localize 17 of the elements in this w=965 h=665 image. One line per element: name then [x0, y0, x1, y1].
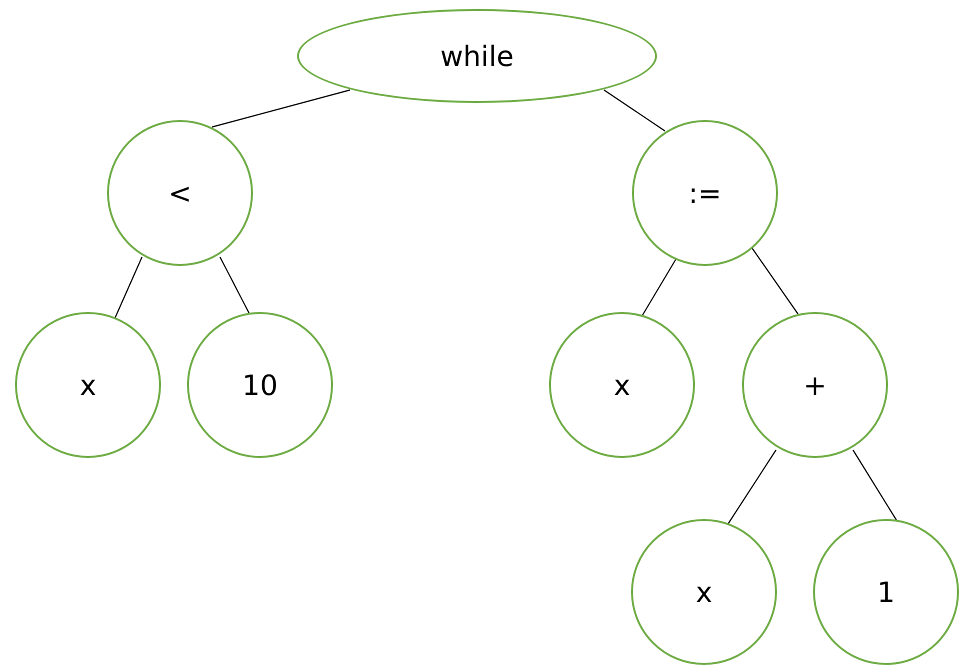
- connector-line: [728, 450, 776, 524]
- node-label: x: [614, 368, 630, 402]
- node-label: 1: [877, 576, 895, 608]
- connector-line: [114, 256, 143, 318]
- connector-line: [604, 90, 666, 132]
- connector-line: [641, 258, 677, 316]
- connector-line: [219, 256, 250, 314]
- node-label: x: [80, 368, 96, 402]
- connector-line: [752, 248, 798, 314]
- node-label: 10: [242, 368, 278, 402]
- node-label: x: [696, 576, 712, 608]
- node-label: while: [440, 40, 514, 72]
- connector-line: [212, 89, 350, 128]
- node-label: :=: [688, 176, 722, 210]
- node-label: <: [168, 176, 192, 210]
- connector-line: [852, 450, 898, 522]
- node-label: +: [803, 368, 827, 402]
